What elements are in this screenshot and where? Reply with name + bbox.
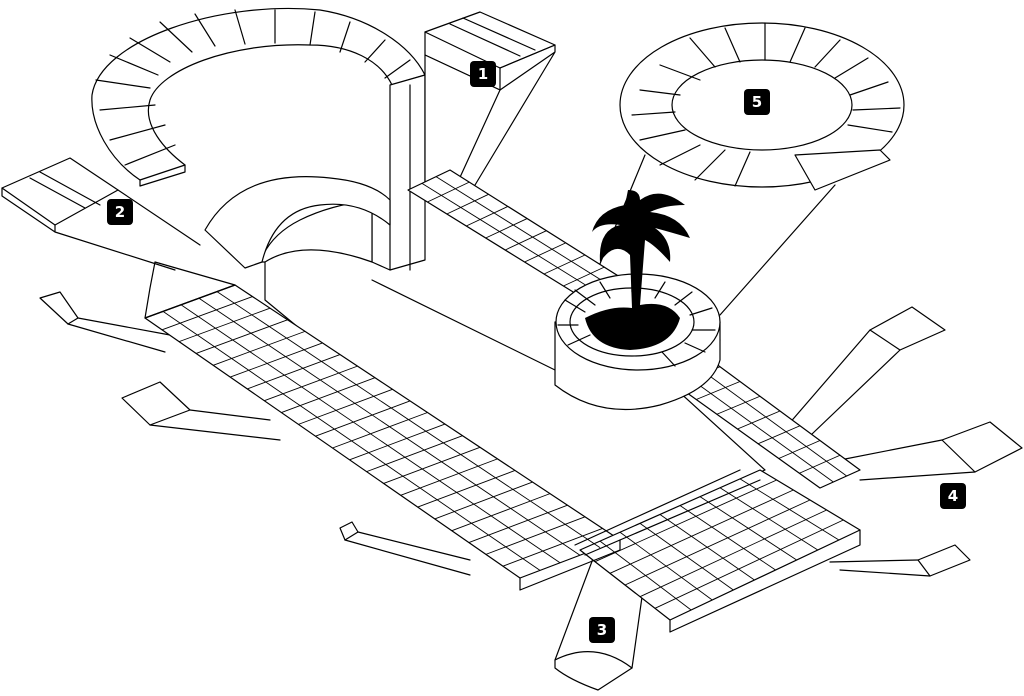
- badge-2: 2: [107, 199, 133, 225]
- palm-tree-icon: [585, 190, 690, 350]
- curved-terrace: [91, 7, 426, 187]
- tower-block: [371, 11, 556, 271]
- round-planter: [554, 190, 721, 411]
- svg-text:1: 1: [478, 65, 488, 83]
- badge-3: 3: [589, 617, 615, 643]
- svg-text:2: 2: [115, 203, 125, 221]
- left-loungers: [1, 157, 471, 576]
- badge-1: 1: [470, 61, 496, 87]
- badge-5: 5: [744, 89, 770, 115]
- svg-text:3: 3: [597, 621, 607, 639]
- badge-4: 4: [940, 483, 966, 509]
- svg-text:4: 4: [948, 487, 958, 505]
- pool-deck: [144, 169, 861, 633]
- right-loungers: [774, 306, 1023, 577]
- svg-text:5: 5: [752, 93, 762, 111]
